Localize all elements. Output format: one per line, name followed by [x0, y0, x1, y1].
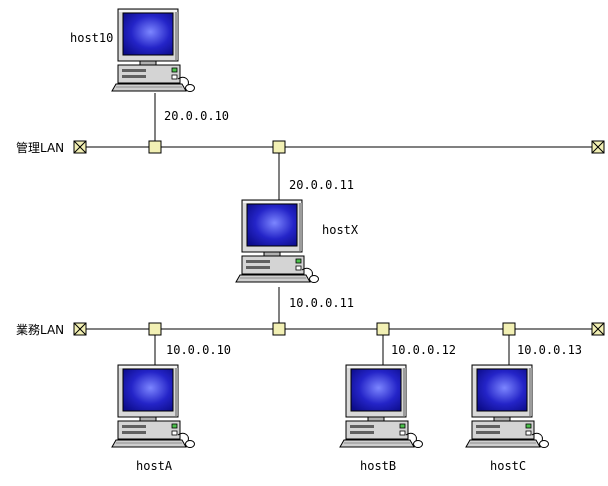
host10-name: host10 — [70, 31, 113, 45]
hostb-computer-icon — [339, 364, 423, 448]
hostc-biz-node — [502, 322, 516, 336]
hostx-name: hostX — [322, 223, 359, 237]
host10-mgmt-node — [148, 140, 162, 154]
hosta-biz-node — [148, 322, 162, 336]
management-lan-label: 管理LAN — [16, 140, 64, 155]
hostx-biz-node — [272, 322, 286, 336]
host10-computer-icon — [111, 8, 195, 92]
hostx-computer-icon — [235, 199, 319, 283]
hostc-biz-ip: 10.0.0.13 — [517, 343, 582, 357]
hosta-biz-ip: 10.0.0.10 — [166, 343, 231, 357]
hostx-mgmt-node — [272, 140, 286, 154]
hostx-biz-ip: 10.0.0.11 — [289, 296, 354, 310]
hostc-computer-icon — [465, 364, 549, 448]
hostc-name: hostC — [490, 459, 526, 473]
host10-mgmt-ip: 20.0.0.10 — [164, 109, 229, 123]
hostb-biz-node — [376, 322, 390, 336]
management-lan-right-terminator — [591, 140, 605, 154]
hosta-computer-icon — [111, 364, 195, 448]
business-lan-label: 業務LAN — [16, 323, 64, 337]
business-lan-right-terminator — [591, 322, 605, 336]
hostb-biz-ip: 10.0.0.12 — [391, 343, 456, 357]
business-lan-left-terminator — [73, 322, 87, 336]
hostb-name: hostB — [360, 459, 396, 473]
hostx-mgmt-ip: 20.0.0.11 — [289, 178, 354, 192]
hosta-name: hostA — [136, 459, 173, 473]
management-lan-left-terminator — [73, 140, 87, 154]
